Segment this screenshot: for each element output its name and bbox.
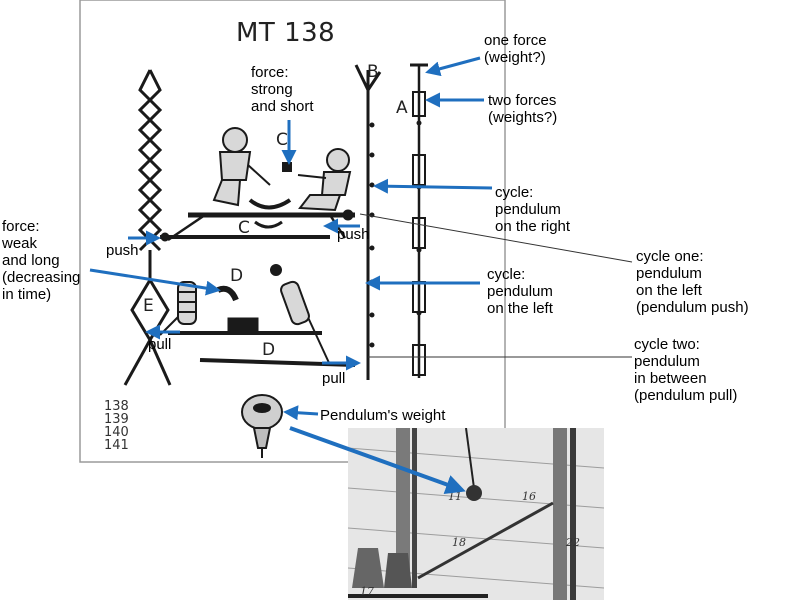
letter-a: A: [396, 98, 408, 118]
letter-c-upper: C: [276, 130, 288, 150]
worker-left: [212, 127, 271, 207]
connector-lines: [359, 213, 633, 358]
annotation-push-right: push: [337, 226, 370, 243]
post-b: [354, 64, 382, 380]
hammer-head: [282, 162, 292, 172]
annotation-cycle-two: cycle two: pendulum in between (pendulum…: [634, 336, 738, 404]
worker-right: [297, 148, 352, 212]
pendulum-bob: [241, 394, 283, 458]
annotation-pendulum-weight: Pendulum's weight: [320, 407, 446, 424]
annotation-cycle-left: cycle: pendulum on the left: [487, 266, 553, 317]
letter-b: B: [367, 62, 379, 82]
arrow-cycle-right: [373, 178, 493, 194]
photo-drawing: [348, 428, 604, 600]
letter-e: E: [143, 296, 154, 316]
photo-label-22: 22: [566, 536, 580, 549]
codex-title: MT 138: [236, 18, 336, 48]
letter-d-lower: D: [262, 340, 276, 360]
page-numbers: 138 139 140 141: [104, 399, 129, 453]
photo-label-18: 18: [452, 536, 466, 549]
annotation-two-forces: two forces (weights?): [488, 92, 558, 126]
annotation-pull-left: pull: [148, 336, 172, 353]
annotation-cycle-right: cycle: pendulum on the right: [495, 184, 571, 235]
annotation-pull-right: pull: [322, 370, 346, 387]
spring-right: [270, 264, 310, 326]
annotation-force-strong: force: strong and short: [251, 64, 314, 115]
annotation-force-weak: force: weak and long (decreasing in time…: [2, 218, 81, 303]
arrow-pendulum-photo: [289, 426, 466, 494]
arrow-pendulum-label: [283, 405, 319, 421]
letter-c-lower: C: [238, 218, 250, 238]
spring-left: [177, 281, 197, 325]
annotation-one-force: one force (weight?): [484, 32, 547, 66]
annotation-cycle-one: cycle one: pendulum on the left (pendulu…: [636, 248, 749, 316]
zigzag-column: [123, 69, 172, 386]
photo-label-16: 16: [522, 490, 536, 503]
letter-d-upper: D: [230, 266, 244, 286]
arrow-one-force: [425, 56, 481, 77]
arrow-force-weak: [89, 268, 221, 296]
photo-inset: 11 16 18 22 17: [348, 428, 604, 600]
annotation-push-left: push: [106, 242, 139, 259]
photo-label-17: 17: [360, 585, 374, 598]
